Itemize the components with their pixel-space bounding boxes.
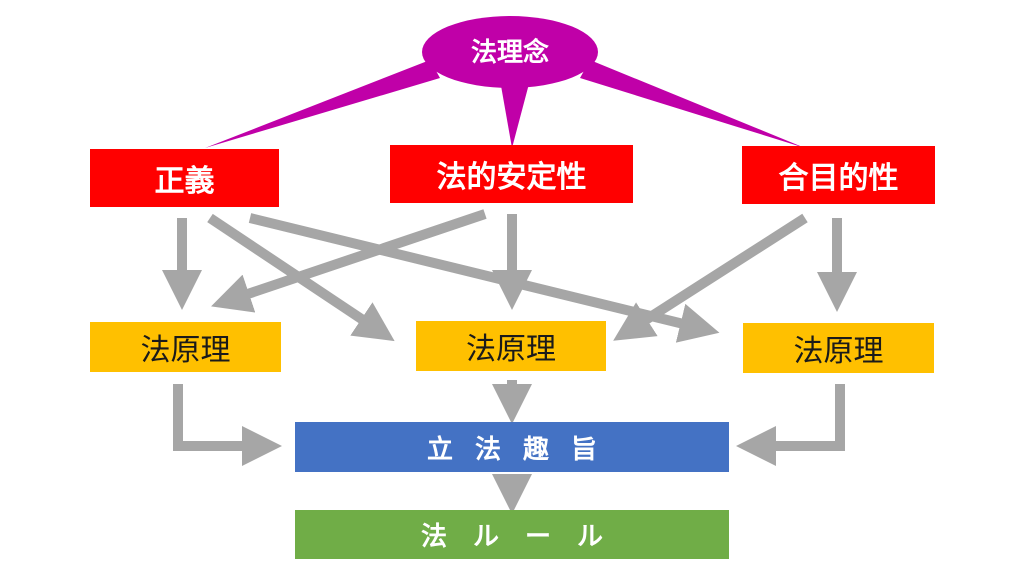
- value-legal-stability: 法的安定性: [390, 145, 633, 203]
- legal-rule-label: 法ルール: [420, 522, 629, 552]
- principle-2-label: 法原理: [466, 332, 556, 367]
- principle-1-label: 法原理: [140, 333, 231, 368]
- arrow-stability-to-principle-1: [211, 209, 487, 313]
- legislative-purpose: 立法趣旨: [295, 422, 729, 472]
- legislative-purpose-label: 立法趣旨: [426, 434, 619, 465]
- idea-callout: [205, 16, 805, 148]
- idea-ellipse: [422, 16, 598, 88]
- callout-tail-left: [205, 60, 440, 148]
- principle-3: 法原理: [743, 323, 934, 373]
- legal-idea-label: 法理念: [470, 38, 549, 68]
- principle-2: 法原理: [416, 321, 606, 371]
- value-justice-label: 正義: [154, 164, 215, 199]
- arrow-purposiveness-to-principle-2: [613, 213, 808, 341]
- value-legal-stability-label: 法的安定性: [436, 160, 587, 195]
- arrow-principle-1-to-purpose: [173, 384, 282, 466]
- callout-tail-center: [500, 80, 530, 148]
- principle-1: 法原理: [90, 322, 281, 372]
- callout-tail-right: [580, 60, 805, 148]
- principle-3-label: 法原理: [793, 334, 884, 369]
- value-purposiveness-label: 合目的性: [778, 161, 899, 196]
- value-purposiveness: 合目的性: [742, 146, 935, 204]
- arrow-principle-3-to-purpose: [736, 384, 845, 466]
- value-justice: 正義: [90, 149, 279, 207]
- legal-rule: 法ルール: [295, 510, 729, 559]
